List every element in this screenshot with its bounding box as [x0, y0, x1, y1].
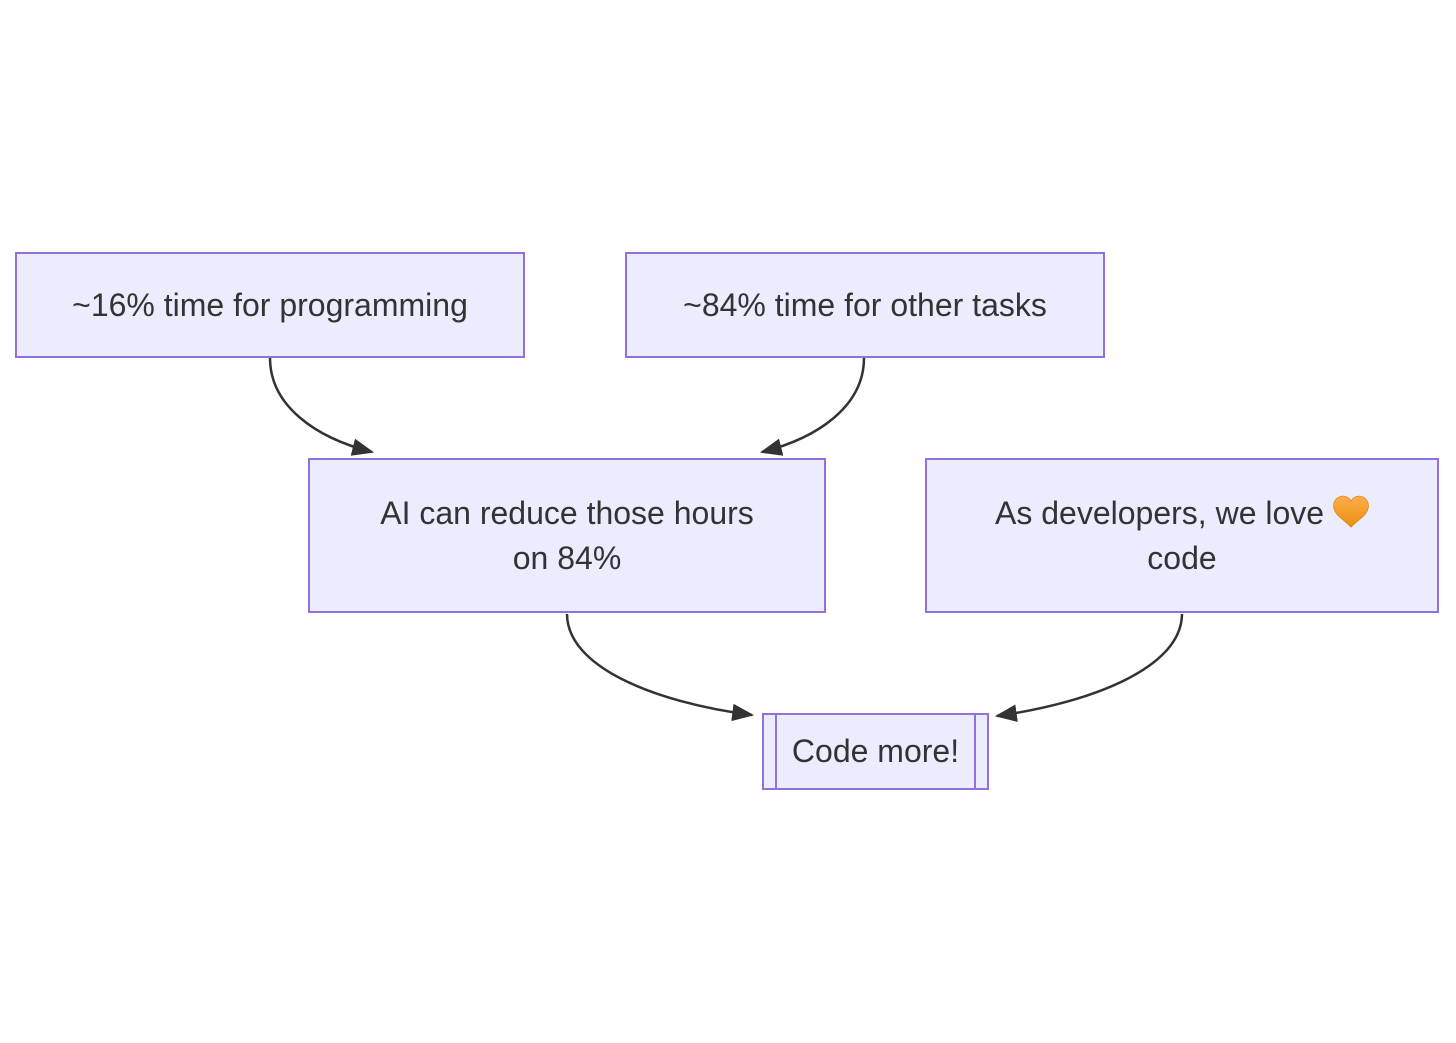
node-programming-time-label: ~16% time for programming	[72, 286, 468, 323]
node-developers-love-line2: code	[1147, 539, 1217, 576]
node-other-tasks-time-label: ~84% time for other tasks	[683, 286, 1047, 323]
node-ai-reduce: AI can reduce those hours on 84%	[308, 458, 826, 613]
edge-developers-love-to-code-more	[994, 613, 1184, 722]
orange-heart-icon	[1333, 495, 1369, 528]
edge-other-tasks-to-ai-reduce	[759, 357, 866, 456]
node-ai-reduce-line1: AI can reduce those hours	[380, 494, 754, 531]
node-other-tasks-time: ~84% time for other tasks	[625, 252, 1105, 358]
node-developers-love-line1: As developers, we love	[995, 491, 1369, 536]
edge-programming-time-to-ai-reduce	[268, 357, 375, 456]
node-programming-time: ~16% time for programming	[15, 252, 525, 358]
node-code-more-label: Code more!	[791, 733, 960, 769]
node-ai-reduce-line2: on 84%	[512, 539, 622, 576]
node-code-more: Code more!	[762, 713, 989, 790]
node-developers-love: As developers, we love code	[925, 458, 1439, 613]
edge-ai-reduce-to-code-more	[565, 613, 755, 722]
node-developers-love-text: As developers, we love	[995, 494, 1325, 531]
